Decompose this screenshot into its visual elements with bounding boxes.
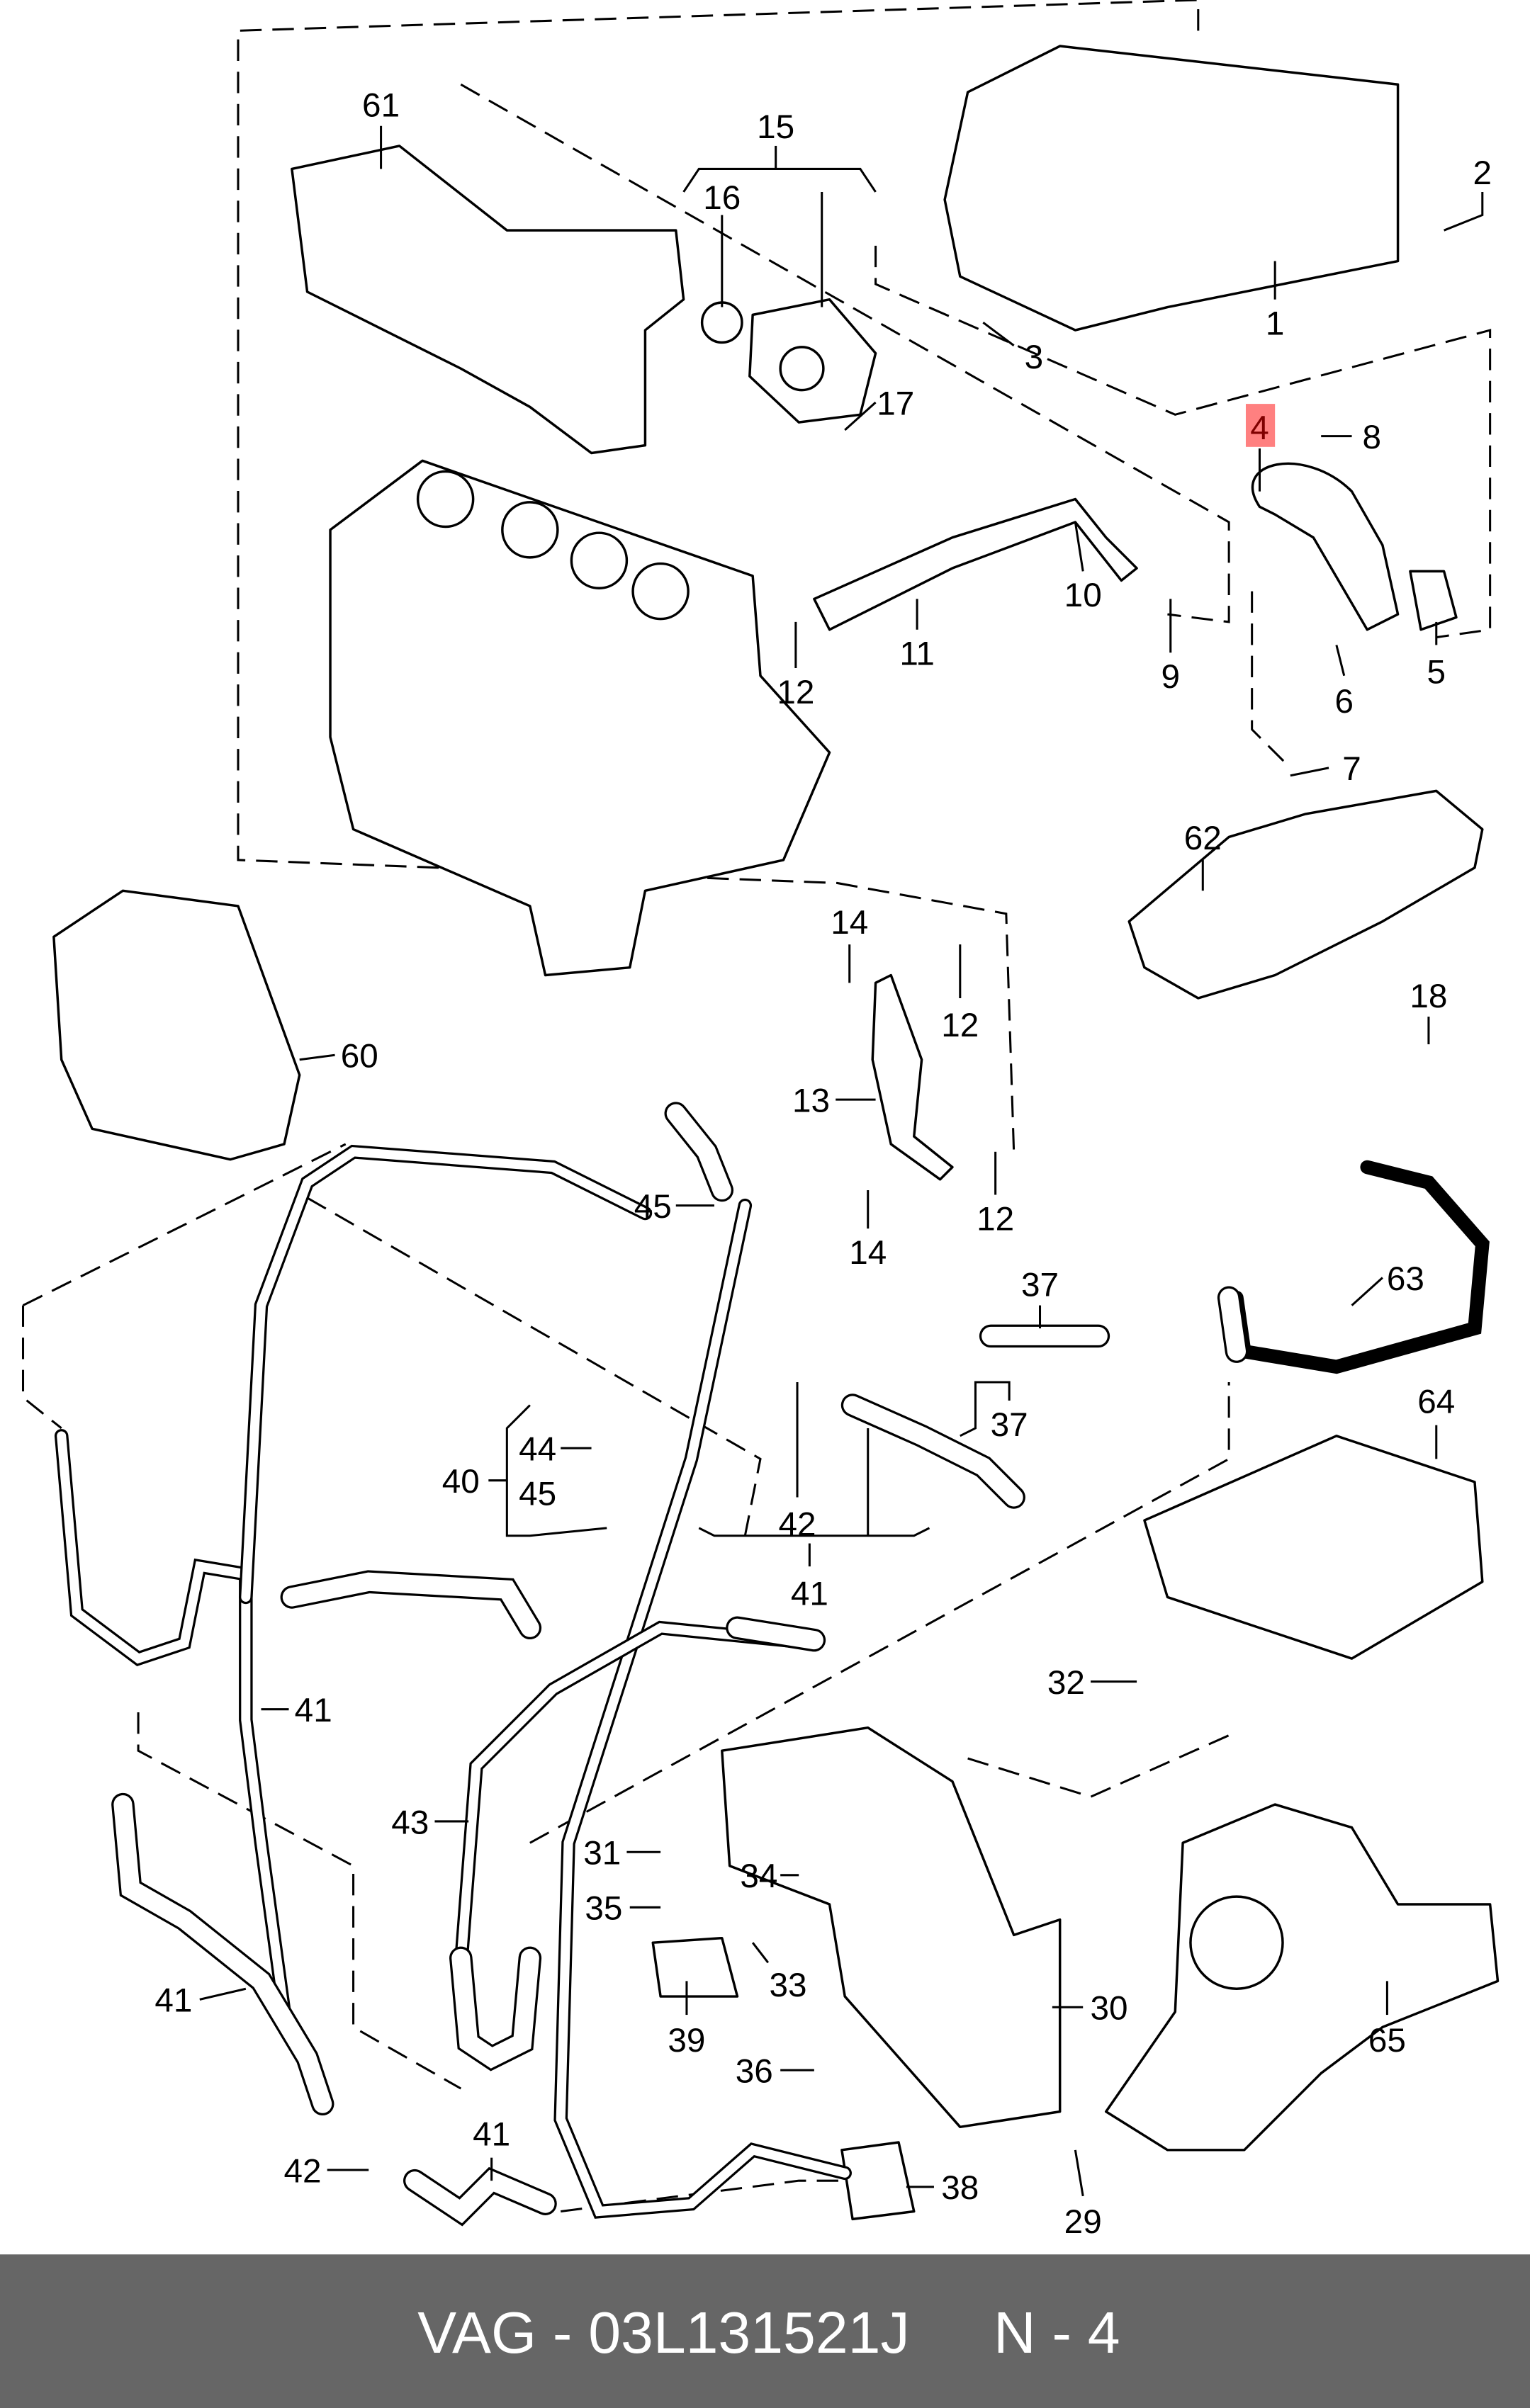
callout-label[interactable]: 38: [941, 2169, 979, 2207]
part-5-gasket: [1409, 570, 1458, 631]
callout-label[interactable]: 36: [736, 2052, 773, 2090]
callout-label[interactable]: 31: [583, 1835, 621, 1872]
callout-label[interactable]: 16: [703, 179, 741, 217]
callout-label[interactable]: 37: [991, 1406, 1028, 1444]
callout-label[interactable]: 34: [740, 1858, 777, 1895]
part-39-valve: [651, 1936, 739, 1998]
callout-label[interactable]: 14: [849, 1234, 887, 1272]
part-62-exhaust-manifold: [1127, 789, 1484, 1000]
callout-label[interactable]: 41: [295, 1692, 332, 1729]
callout-label[interactable]: 44: [519, 1431, 556, 1469]
footer: VAG - 03L131521J N - 4: [0, 2254, 1530, 2408]
part-30-bracket: [721, 1726, 1062, 2129]
callout-label[interactable]: 33: [769, 1967, 806, 2004]
callout-label[interactable]: 12: [977, 1200, 1014, 1238]
callout-label[interactable]: 41: [473, 2115, 510, 2153]
parts: [52, 45, 1500, 2221]
callout-label[interactable]: 40: [442, 1463, 480, 1500]
callout-label[interactable]: 29: [1064, 2203, 1102, 2241]
callout-label[interactable]: 63: [1387, 1260, 1424, 1298]
part-65-turbocharger: [1104, 1803, 1500, 2152]
callout-label[interactable]: 2: [1473, 154, 1492, 192]
callout-label[interactable]: 8: [1362, 419, 1381, 456]
callout-label[interactable]: 30: [1091, 1990, 1128, 2028]
callout-label[interactable]: 7: [1342, 750, 1361, 788]
callout-highlight: [1245, 404, 1276, 447]
callout-label[interactable]: 9: [1161, 658, 1181, 696]
callout-label[interactable]: 17: [877, 385, 914, 422]
callout-label[interactable]: 11: [899, 635, 934, 673]
callout-label[interactable]: 41: [791, 1575, 828, 1612]
callout-labels: 61 15 16 17 2 1 3 4 8 10 9 11 12 5 6 7 6…: [154, 87, 1492, 2241]
callout-label[interactable]: 32: [1047, 1664, 1085, 1702]
callout-label[interactable]: 41: [154, 1982, 192, 2020]
callout-label[interactable]: 64: [1417, 1383, 1455, 1420]
footer-background: [0, 2254, 1530, 2408]
callout-label[interactable]: 60: [341, 1038, 378, 1075]
callout-label[interactable]: 62: [1184, 820, 1222, 857]
part-engine-block: [329, 459, 831, 977]
part-1-egr-cooler: [943, 45, 1400, 332]
callout-label[interactable]: 42: [284, 2152, 322, 2190]
callout-label[interactable]: 3: [1025, 339, 1044, 376]
leader-lines: [199, 125, 1484, 2197]
callout-label[interactable]: 45: [519, 1475, 556, 1513]
callout-label[interactable]: 37: [1021, 1267, 1059, 1304]
part-38-valve: [840, 2141, 916, 2221]
callout-label[interactable]: 12: [941, 1007, 979, 1044]
callout-label[interactable]: 43: [391, 1804, 429, 1841]
callout-label[interactable]: 15: [757, 108, 794, 146]
part-61-intake-manifold: [291, 145, 685, 455]
callout-label[interactable]: 14: [831, 904, 868, 942]
callout-label[interactable]: 65: [1368, 2022, 1406, 2059]
part-4-egr-pipe: [1251, 462, 1400, 631]
callout-label[interactable]: 13: [792, 1082, 830, 1119]
page-label: N - 4: [994, 2300, 1120, 2365]
part-13-pipe: [871, 973, 954, 1181]
part-16-o-ring: [700, 301, 743, 344]
callout-label[interactable]: 35: [585, 1890, 622, 1928]
callout-label[interactable]: 10: [1064, 577, 1102, 614]
callout-label[interactable]: 18: [1410, 978, 1447, 1015]
callout-label[interactable]: 5: [1427, 654, 1446, 691]
callout-label[interactable]: 1: [1266, 305, 1285, 343]
callout-label[interactable]: 61: [362, 87, 400, 125]
part-10-egr-pipe: [813, 497, 1138, 631]
part-60-engine-cover: [52, 889, 301, 1161]
callout-label[interactable]: 12: [777, 674, 814, 711]
hoses: [54, 1102, 1249, 2227]
callout-label[interactable]: 39: [668, 2022, 705, 2059]
callout-label-highlighted[interactable]: 4: [1250, 409, 1269, 447]
callout-label[interactable]: 45: [634, 1188, 672, 1226]
part-63-pipe: [1230, 1160, 1490, 1374]
part-number: VAG - 03L131521J: [417, 2300, 909, 2365]
callout-label[interactable]: 42: [779, 1506, 816, 1544]
part-64-cylinder-head-cover: [1143, 1435, 1484, 1660]
group-frames: [21, 0, 1492, 2213]
callout-label[interactable]: 6: [1334, 683, 1354, 720]
